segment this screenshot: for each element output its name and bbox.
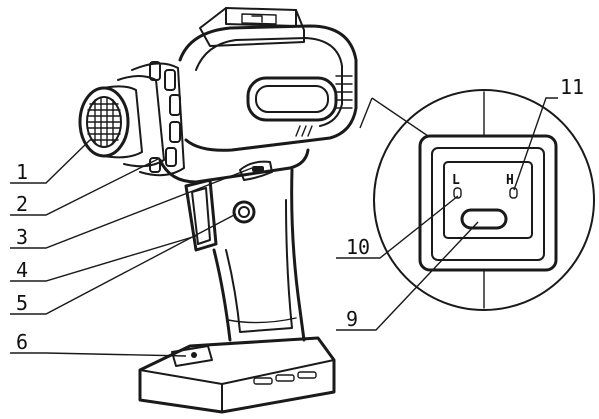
speed-slide-button (460, 208, 508, 230)
inset-panel-outer (418, 134, 558, 272)
label-l: L (452, 173, 460, 188)
callout-4: 4 (16, 258, 28, 282)
switch-window (443, 161, 533, 239)
callout-6: 6 (16, 330, 28, 354)
callout-1: 1 (16, 160, 28, 184)
label-h: H (506, 173, 514, 188)
inset-circle (373, 89, 595, 311)
inset-detail: L H (359, 89, 595, 311)
battery-base (138, 336, 336, 414)
rear-vents (335, 75, 353, 109)
motor-housing (178, 24, 358, 152)
base-vents (253, 371, 317, 385)
drill-illustration (78, 7, 358, 414)
clutch-ribs (149, 61, 181, 173)
callout-10: 10 (346, 235, 370, 259)
trigger (184, 178, 218, 252)
callout-9: 9 (346, 307, 358, 331)
callout-5: 5 (16, 291, 28, 315)
leader-lines (10, 97, 558, 357)
chuck-face-mesh (86, 97, 122, 147)
callout-3: 3 (16, 225, 28, 249)
indicator-l-icon (453, 187, 462, 199)
chuck (78, 61, 185, 177)
indicator-h-icon (509, 187, 518, 199)
led-light (232, 200, 256, 224)
lower-vents (295, 125, 313, 137)
gear-selector (199, 7, 305, 47)
callout-2: 2 (16, 192, 28, 216)
handle (158, 148, 310, 342)
inset-panel-inner (431, 147, 545, 261)
callout-11: 11 (560, 75, 584, 99)
